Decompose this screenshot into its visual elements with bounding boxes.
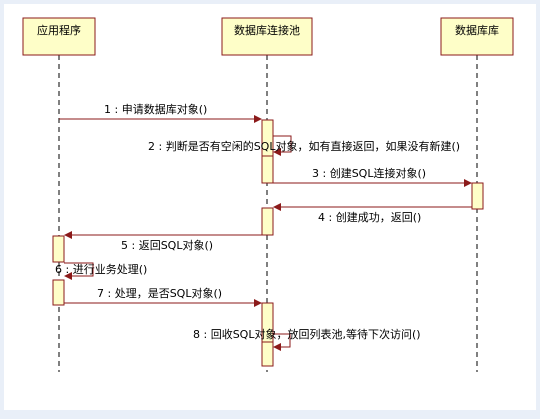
message-7-label: 7 : 处理，是否SQL对象()	[97, 286, 222, 300]
activation-app-2	[52, 279, 65, 306]
message-2-label: 2 : 判断是否有空闲的SQL对象，如有直接返回，如果没有新建()	[148, 139, 460, 153]
participant-db: 数据库库	[440, 17, 514, 56]
message-6-arrow	[64, 262, 94, 280]
participant-app-label: 应用程序	[37, 23, 81, 37]
message-2-arrow	[273, 135, 292, 156]
activation-app-1	[52, 235, 65, 263]
participant-db-label: 数据库库	[455, 23, 499, 37]
message-8-arrow	[273, 333, 291, 351]
message-6-label: 6 : 进行业务处理()	[55, 263, 147, 276]
sequence-diagram: 应用程序 数据库连接池 数据库库 1 : 申请数据库对象()	[22, 17, 514, 372]
activation-db	[471, 182, 484, 210]
participant-app: 应用程序	[22, 17, 96, 56]
message-8-label: 8 : 回收SQL对象，放回列表池,等待下次访问()	[193, 327, 421, 341]
participant-pool-label: 数据库连接池	[234, 23, 300, 37]
activation-pool-3	[261, 207, 274, 236]
diagram-canvas: 应用程序 数据库连接池 数据库库 1 : 申请数据库对象()	[4, 4, 536, 410]
message-1-label: 1 : 申请数据库对象()	[104, 102, 207, 116]
activation-pool-5	[261, 341, 274, 367]
activation-pool-2	[261, 155, 274, 184]
message-4-label: 4 : 创建成功，返回()	[318, 210, 421, 224]
message-5-label: 5 : 返回SQL对象()	[121, 238, 213, 252]
participant-pool: 数据库连接池	[221, 17, 313, 56]
message-3-label: 3 : 创建SQL连接对象()	[312, 166, 426, 180]
